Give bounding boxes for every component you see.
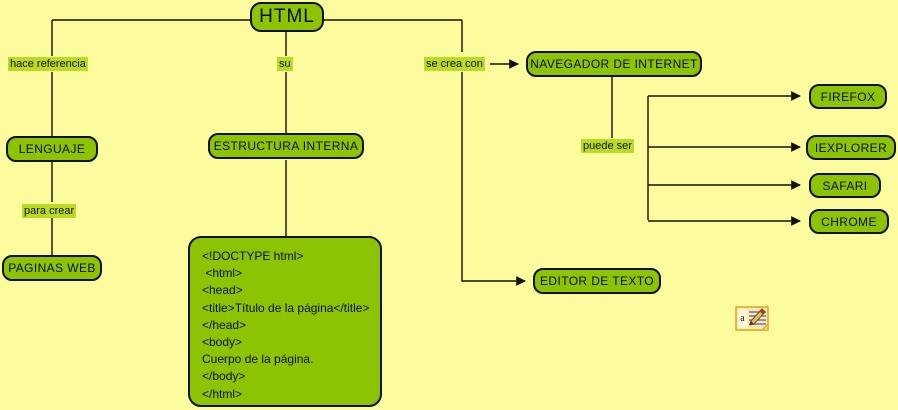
node-firefox[interactable]: FIREFOX: [809, 84, 887, 109]
code-line: <!DOCTYPE html>: [202, 249, 304, 263]
node-paginas-web[interactable]: PAGINAS WEB: [2, 255, 102, 281]
code-line: </body>: [202, 369, 246, 384]
note-annotation-icon[interactable]: a: [735, 306, 769, 331]
node-estructura-interna[interactable]: ESTRUCTURA INTERNA: [208, 133, 364, 159]
link-label-su: su: [277, 57, 293, 71]
code-line: <title>Título de la página</title>: [202, 300, 370, 315]
code-line: <html>: [202, 266, 243, 281]
code-line: <body>: [202, 335, 243, 350]
node-editor-de-texto[interactable]: EDITOR DE TEXTO: [533, 268, 661, 294]
node-safari[interactable]: SAFARI: [809, 173, 881, 198]
node-navegador-de-internet[interactable]: NAVEGADOR DE INTERNET: [526, 51, 702, 77]
link-label-para-crear: para crear: [22, 204, 77, 218]
code-line: </html>: [202, 386, 243, 401]
code-line: </head>: [202, 317, 247, 332]
node-lenguaje[interactable]: LENGUAJE: [6, 136, 98, 162]
node-chrome[interactable]: CHROME: [809, 209, 889, 234]
node-iexplorer[interactable]: IEXPLORER: [806, 135, 896, 160]
pencil-icon: [749, 308, 766, 326]
code-line: Cuerpo de la página.: [202, 352, 314, 367]
code-line: <head>: [202, 283, 243, 298]
code-block-html-skeleton: <!DOCTYPE html> <html> <head> <title>Tít…: [188, 236, 382, 407]
link-label-hace-referencia: hace referencia: [8, 57, 88, 71]
link-label-se-crea-con: se crea con: [424, 57, 485, 71]
node-html[interactable]: HTML: [250, 2, 324, 32]
note-icon-letter: a: [740, 313, 745, 324]
link-label-puede-ser: puede ser: [581, 139, 634, 153]
wire-secreacon-to-editor: [461, 72, 526, 286]
